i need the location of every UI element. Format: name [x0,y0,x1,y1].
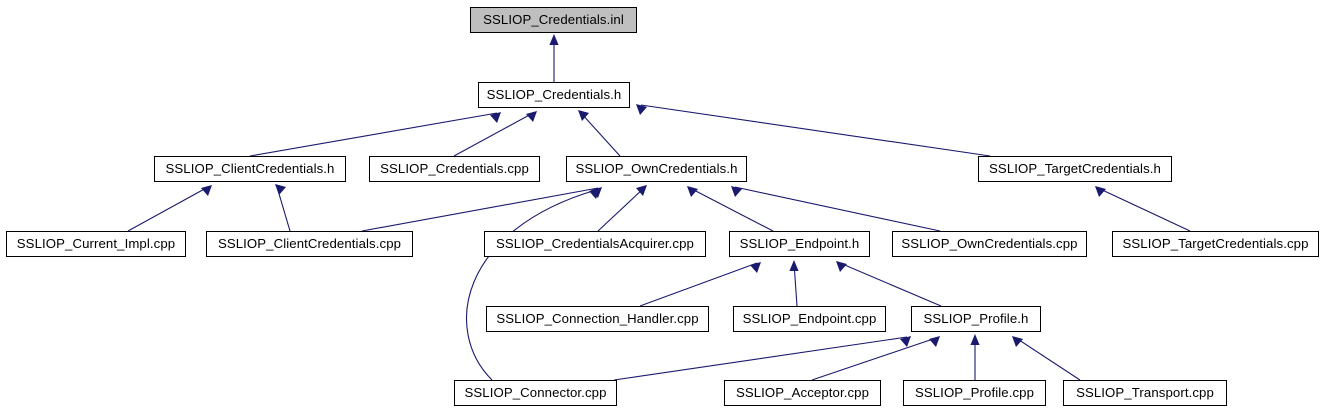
edge-arrowhead [578,110,589,121]
graph-node-label: SSLIOP_TargetCredentials.cpp [1122,236,1309,252]
edge-arrowhead [1095,186,1106,197]
graph-node-label: SSLIOP_Current_Impl.cpp [16,236,176,252]
graph-node-label: SSLIOP_Connector.cpp [464,385,607,401]
graph-node-label: SSLIOP_OwnCredentials.cpp [901,236,1078,252]
graph-node-label: SSLIOP_Profile.h [923,311,1029,327]
graph-edge [465,188,600,381]
graph-node-clientcredentials_cpp[interactable]: SSLIOP_ClientCredentials.cpp [206,231,413,257]
edge-arrowhead [201,185,212,196]
graph-node-profile_cpp[interactable]: SSLIOP_Profile.cpp [903,380,1046,406]
edge-arrowhead [636,104,647,115]
graph-node-transport_cpp[interactable]: SSLIOP_Transport.cpp [1063,380,1227,406]
graph-node-targetcredentials_h[interactable]: SSLIOP_TargetCredentials.h [978,156,1172,182]
graph-node-label: SSLIOP_OwnCredentials.h [575,161,738,177]
graph-edge [613,336,911,381]
edge-arrowhead [789,260,799,271]
graph-node-label: SSLIOP_Credentials.h [486,87,622,103]
graph-edge [636,104,991,157]
graph-node-targetcredentials_cpp[interactable]: SSLIOP_TargetCredentials.cpp [1112,231,1319,257]
graph-edge [639,262,761,307]
graph-node-profile_h[interactable]: SSLIOP_Profile.h [911,306,1041,332]
edge-arrowhead [589,188,600,199]
graph-node-owncredentials_h[interactable]: SSLIOP_OwnCredentials.h [566,156,747,182]
graph-edge [731,186,941,232]
graph-edge [970,334,980,380]
edge-arrowhead [750,262,761,273]
graph-edge [1012,336,1081,381]
graph-node-connector_cpp[interactable]: SSLIOP_Connector.cpp [454,380,617,406]
graph-node-credentials_inl[interactable]: SSLIOP_Credentials.inl [470,7,637,33]
graph-edge [249,112,501,157]
graph-edge [1095,186,1191,232]
edge-arrowhead [549,34,559,45]
edge-arrowhead [490,112,501,123]
graph-node-credentialsacquirer_cpp[interactable]: SSLIOP_CredentialsAcquirer.cpp [484,231,706,257]
graph-node-label: SSLIOP_Connection_Handler.cpp [496,311,699,327]
graph-node-label: SSLIOP_Transport.cpp [1076,385,1214,401]
graph-edge [811,336,940,381]
edge-arrowhead [687,186,698,197]
graph-node-label: SSLIOP_TargetCredentials.h [989,161,1161,177]
graph-node-label: SSLIOP_Profile.cpp [914,385,1035,401]
graph-node-connection_handler_cpp[interactable]: SSLIOP_Connection_Handler.cpp [486,306,709,332]
graph-node-label: SSLIOP_ClientCredentials.cpp [217,236,402,252]
graph-edge [597,185,647,232]
graph-node-owncredentials_cpp[interactable]: SSLIOP_OwnCredentials.cpp [892,231,1087,257]
graph-edge [453,111,537,157]
graph-edge [275,184,291,232]
graph-node-label: SSLIOP_Endpoint.cpp [742,311,877,327]
graph-node-clientcredentials_h[interactable]: SSLIOP_ClientCredentials.h [154,156,346,182]
graph-edge [361,187,602,232]
graph-edge [836,261,942,307]
graph-node-acceptor_cpp[interactable]: SSLIOP_Acceptor.cpp [724,380,881,406]
graph-node-credentials_cpp[interactable]: SSLIOP_Credentials.cpp [369,156,540,182]
edge-arrowhead [636,185,647,196]
graph-node-label: SSLIOP_ClientCredentials.h [165,161,335,177]
edge-arrowhead [836,261,847,272]
graph-node-label: SSLIOP_Credentials.inl [483,12,624,28]
edge-arrowhead [731,186,742,197]
graph-node-label: SSLIOP_CredentialsAcquirer.cpp [496,236,694,252]
graph-edge [687,186,774,232]
graph-edge [789,260,799,307]
graph-edge [127,185,212,232]
edge-arrowhead [1012,336,1023,347]
graph-node-endpoint_h[interactable]: SSLIOP_Endpoint.h [729,231,870,257]
graph-edge [578,110,621,157]
edge-arrowhead [526,111,537,122]
edge-arrowhead [970,334,980,345]
graph-node-label: SSLIOP_Acceptor.cpp [735,385,870,401]
graph-node-endpoint_cpp[interactable]: SSLIOP_Endpoint.cpp [733,306,886,332]
graph-node-current_impl_cpp[interactable]: SSLIOP_Current_Impl.cpp [6,231,186,257]
graph-edge [549,34,559,82]
edge-arrowhead [275,184,286,195]
graph-node-label: SSLIOP_Credentials.cpp [380,161,529,177]
edge-arrowhead [900,336,911,347]
graph-node-label: SSLIOP_Endpoint.h [739,236,860,252]
edge-arrowhead [929,336,940,347]
graph-node-credentials_h[interactable]: SSLIOP_Credentials.h [478,82,630,108]
